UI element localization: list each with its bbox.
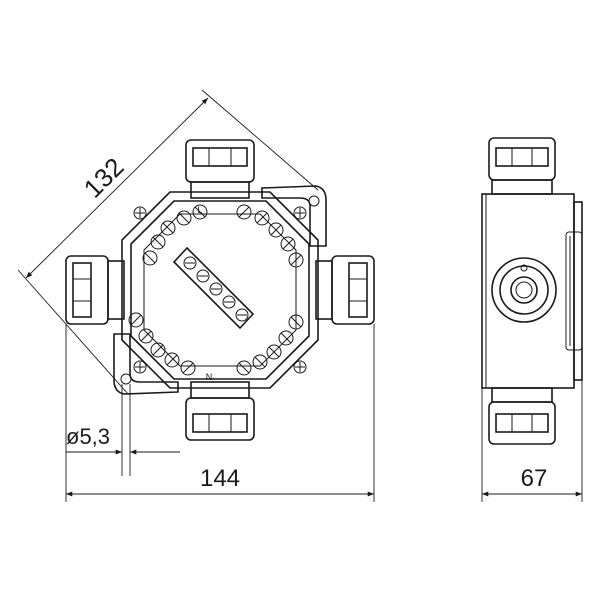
housing-body: [121, 191, 319, 389]
side-bottom-cable-gland: [488, 387, 556, 445]
dimension-hole: ø5,3: [66, 384, 180, 476]
top-cable-gland: [185, 139, 255, 199]
terminal-block-upper-right: [236, 204, 304, 268]
dimension-label-67: 67: [521, 465, 548, 492]
screw-icon: [293, 360, 307, 374]
terminal-mark-bottom: N: [206, 372, 213, 382]
side-top-cable-gland: [488, 137, 556, 195]
bottom-cable-gland: [185, 381, 255, 441]
mounting-flange-bottom-left: [113, 333, 179, 395]
center-terminal-strip: [172, 246, 255, 330]
side-view: [481, 137, 583, 445]
dimension-width: 144: [65, 324, 375, 502]
dimension-label-132: 132: [78, 152, 130, 204]
dimension-label-hole: ø5,3: [66, 424, 110, 449]
dimension-depth: 67: [481, 380, 583, 502]
terminal-block-lower-left: [128, 312, 196, 376]
screw-icon: [133, 206, 147, 220]
right-cable-gland: [315, 255, 375, 325]
left-cable-gland: [65, 255, 125, 325]
screw-icon: [293, 206, 307, 220]
dimension-label-144: 144: [200, 465, 240, 492]
dimension-diagonal: 132: [17, 89, 319, 395]
side-cable-entry: [491, 257, 557, 323]
terminal-mark-top: L: [197, 205, 202, 215]
screw-icon: [133, 360, 147, 374]
mounting-flange-top-right: [261, 185, 327, 247]
side-housing-body: [481, 193, 583, 389]
terminal-block-lower-right: [236, 314, 304, 376]
